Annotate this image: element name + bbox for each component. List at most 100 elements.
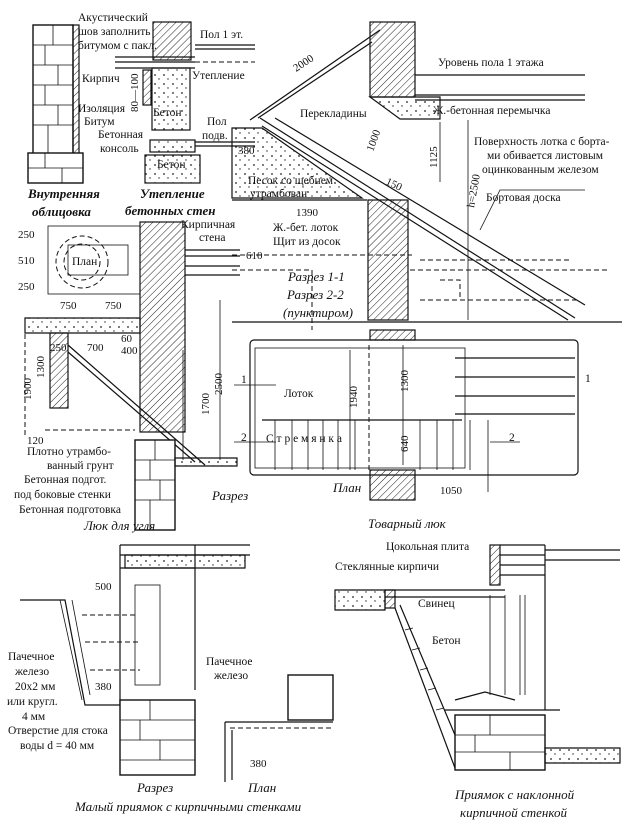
concrete-wall-insulation	[115, 21, 255, 184]
inner-facing-stone-wall	[27, 24, 84, 184]
label-strip-iron-4: или кругл.	[7, 696, 58, 708]
label-plan-strip-iron-2: железо	[213, 670, 248, 682]
coal-hatch-drawing	[24, 221, 240, 531]
insulation-details: Акустический шов заполнить битумом с пак…	[27, 12, 255, 219]
title-goods-hatch: Товарный люк	[368, 516, 447, 531]
dim-1000: 1000	[365, 128, 384, 153]
caption-insulation-2: бетонных стен	[125, 203, 215, 218]
caption-goods-plan: План	[332, 480, 361, 495]
label-seam-fill: шов заполнить	[78, 26, 150, 38]
label-concrete-prep-sides-1: Бетонная подгот.	[24, 474, 107, 486]
label-plinth-slab: Цокольная плита	[386, 541, 469, 553]
small-pit-drawing	[20, 544, 334, 782]
caption-small-pit-section: Разрез	[136, 780, 173, 795]
dim-1125: 1125	[428, 146, 440, 168]
label-concrete-console-2: консоль	[100, 143, 139, 155]
label-concrete-prep: Бетонная подготовка	[19, 504, 121, 516]
label-compacted-soil-1: Плотно утрамбо-	[27, 446, 111, 458]
dim-250-bottom: 250	[18, 281, 35, 293]
dim-insulation-thickness: 80—100	[129, 73, 141, 112]
goods-hatch-plan	[234, 329, 579, 501]
caption-section-2-2: Разрез 2-2	[286, 287, 344, 302]
dim-1700: 1700	[200, 393, 212, 416]
caption-dashed: (пунктиром)	[283, 305, 353, 320]
label-stepladder: С т р е м я н к а	[266, 433, 342, 445]
title-sloped-pit-2: кирпичной стенкой	[460, 805, 567, 820]
label-rc-lintel: Ж.-бетонная перемычка	[433, 105, 550, 117]
label-lead: Свинец	[418, 598, 455, 610]
goods-hatch-section	[231, 21, 622, 330]
label-rc-tray: Ж.-бет. лоток	[273, 222, 339, 234]
label-strip-iron-3: 20x2 мм	[15, 681, 56, 693]
label-basement-floor-1: Пол	[207, 116, 227, 128]
dim-400: 400	[121, 345, 138, 357]
label-strip-iron-2: железо	[14, 666, 49, 678]
label-floor-1: Пол 1 эт.	[200, 29, 243, 41]
caption-inner-facing-1: Внутренняя	[27, 186, 100, 201]
dim-380-section: 380	[95, 681, 112, 693]
label-basement-floor-2: подв.	[202, 130, 228, 142]
dim-250-top: 250	[18, 229, 35, 241]
label-acoustic: Акустический	[78, 12, 148, 24]
dim-250-side: 250	[50, 342, 67, 354]
dim-510: 510	[18, 255, 35, 267]
label-sand-gravel-2: утрамбован	[250, 188, 307, 200]
label-sand-gravel-1: Песок со щебнем	[248, 175, 334, 187]
dim-1050: 1050	[440, 485, 463, 497]
label-concrete: Бетон	[153, 107, 182, 119]
caption-section-1-1: Разрез 1-1	[287, 269, 345, 284]
label-bitumen: Битум	[84, 116, 115, 128]
label-side-board: Бортовая доска	[486, 192, 561, 204]
section-mark-1-right: 1	[585, 373, 591, 385]
dim-1300-plan: 1300	[399, 370, 411, 393]
label-brick-wall-2: стена	[199, 232, 226, 244]
dim-610: 610	[246, 250, 263, 262]
label-brick: Кирпич	[82, 73, 120, 85]
label-crossbars: Перекладины	[300, 108, 367, 120]
label-tray: Лоток	[284, 388, 314, 400]
dim-h-2500: h=2500	[465, 173, 483, 209]
label-drain-hole-2: воды d = 40 мм	[20, 740, 95, 752]
dim-150: 150	[384, 176, 404, 194]
dim-380: 380	[238, 145, 255, 157]
label-strip-iron-1: Пачечное	[8, 651, 54, 663]
label-tray-surface-3: оцинкованным железом	[482, 164, 599, 176]
label-concrete-console-1: Бетонная	[98, 129, 144, 141]
sloped-pit-drawing	[334, 544, 621, 771]
caption-insulation-1: Утепление	[140, 186, 205, 201]
section-mark-1-left: 1	[241, 374, 247, 386]
label-insulation: Утепление	[192, 70, 245, 82]
label-isolation: Изоляция	[78, 103, 126, 115]
dim-380-plan: 380	[250, 758, 267, 770]
dim-750-right: 750	[105, 300, 122, 312]
dim-2500: 2500	[213, 373, 225, 396]
title-small-pit: Малый приямок с кирпичными стенками	[74, 799, 302, 814]
dim-1390: 1390	[296, 207, 319, 219]
label-first-floor-level: Уровень пола 1 этажа	[438, 57, 544, 69]
section-mark-2-right: 2	[509, 432, 515, 444]
label-drain-hole-1: Отверстие для стока	[8, 725, 108, 737]
caption-coal-section: Разрез	[211, 488, 248, 503]
label-plan-small: План	[72, 256, 97, 268]
dim-640: 640	[399, 435, 411, 452]
title-coal-hatch: Люк для угля	[83, 518, 155, 533]
label-tray-surface-2: ми обивается листовым	[487, 150, 604, 162]
label-concrete-slope: Бетон	[432, 635, 461, 647]
label-concrete-footing: Бетон	[157, 159, 186, 171]
dim-60: 60	[121, 333, 133, 345]
label-compacted-soil-2: ванный грунт	[47, 460, 114, 472]
section-mark-2-left: 2	[241, 432, 247, 444]
caption-small-pit-plan: План	[247, 780, 276, 795]
label-board-shield: Щит из досок	[273, 236, 341, 248]
label-brick-wall-1: Кирпичная	[181, 219, 236, 231]
dim-1900: 1900	[22, 378, 34, 401]
dim-120: 120	[27, 435, 44, 447]
label-tray-surface-1: Поверхность лотка с борта-	[474, 136, 610, 148]
title-sloped-pit-1: Приямок с наклонной	[454, 787, 575, 802]
label-plan-strip-iron-1: Пачечное	[206, 656, 252, 668]
label-bitumen-tow: битумом с пакл.	[78, 40, 157, 52]
dim-750-left: 750	[60, 300, 77, 312]
dim-700: 700	[87, 342, 104, 354]
label-concrete-prep-sides-2: под боковые стенки	[14, 489, 111, 501]
